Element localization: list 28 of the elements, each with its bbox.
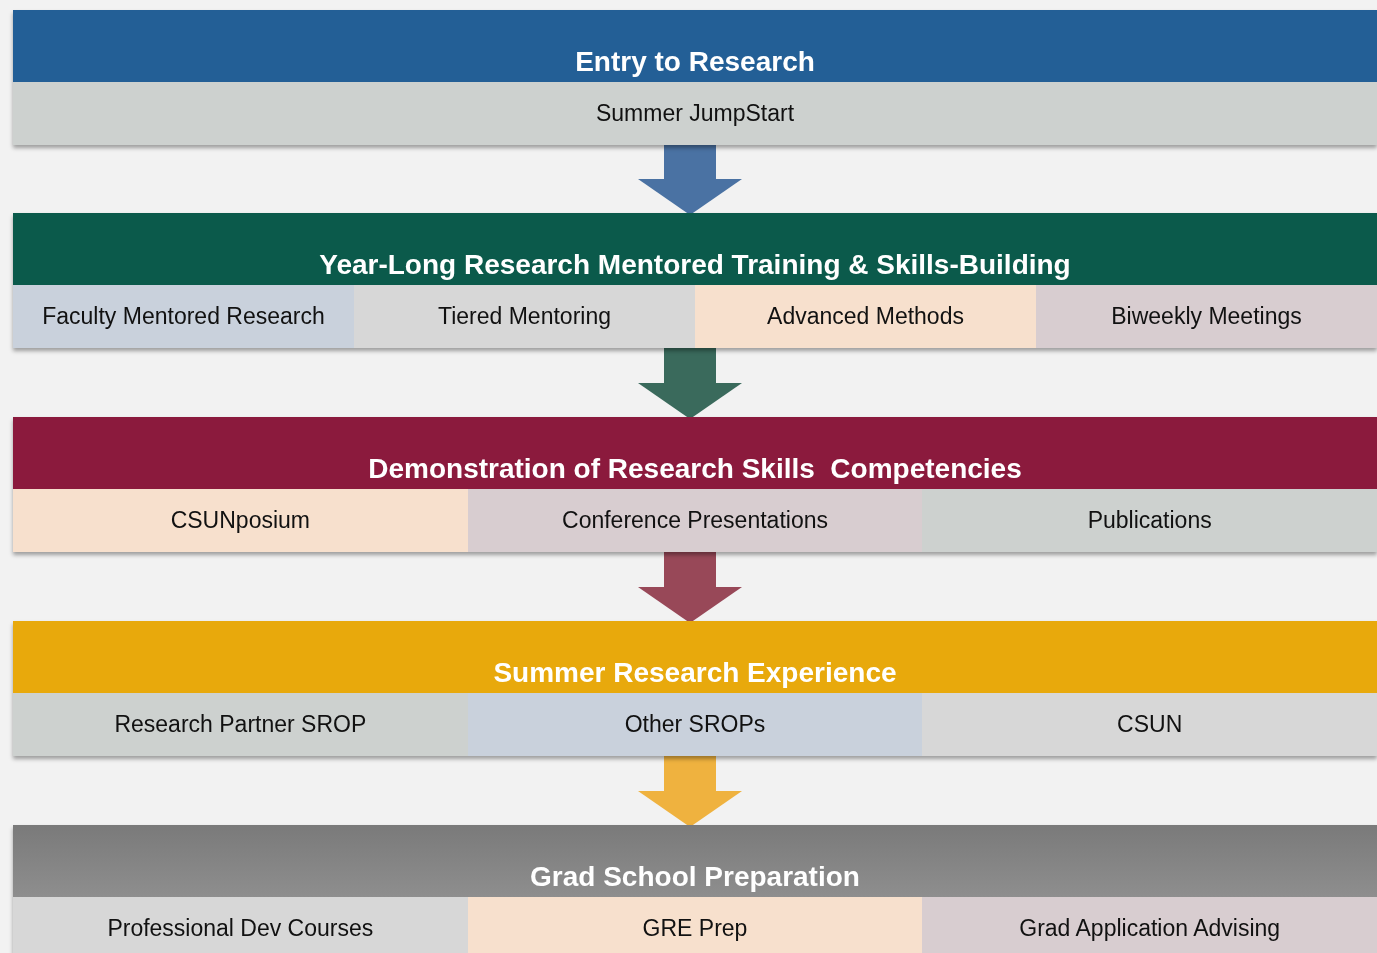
program-tile: Conference Presentations bbox=[467, 489, 923, 552]
program-tile: Professional Dev Courses bbox=[13, 897, 468, 953]
stage-panel bbox=[13, 621, 1377, 756]
block-arrow bbox=[638, 145, 742, 215]
stage-heading: Summer Research Experience bbox=[13, 621, 1377, 693]
program-tile: Research Partner SROP bbox=[13, 693, 468, 756]
program-tile: Tiered Mentoring bbox=[354, 285, 695, 348]
stage-heading: Year-Long Research Mentored Training & Skills-Building bbox=[13, 213, 1377, 285]
stage-heading: Demonstration of Research Skills Competencies bbox=[13, 417, 1377, 489]
program-tile: CSUN bbox=[922, 693, 1377, 756]
program-tile: Other SROPs bbox=[467, 693, 923, 756]
program-tile: CSUNposium bbox=[13, 489, 468, 552]
program-tile: GRE Prep bbox=[467, 897, 923, 953]
program-tile: Advanced Methods bbox=[695, 285, 1036, 348]
program-tile: Summer JumpStart bbox=[13, 82, 1377, 145]
block-arrow bbox=[638, 552, 742, 623]
program-tile: Biweekly Meetings bbox=[1036, 285, 1377, 348]
stage-panel bbox=[13, 10, 1377, 145]
stage-heading: Entry to Research bbox=[13, 10, 1377, 82]
program-tile: Publications bbox=[922, 489, 1377, 552]
stage-panel bbox=[13, 417, 1377, 552]
program-tile: Grad Application Advising bbox=[922, 897, 1377, 953]
block-arrow bbox=[638, 348, 742, 419]
block-arrow bbox=[638, 756, 742, 827]
stage-heading: Grad School Preparation bbox=[13, 825, 1377, 897]
program-tile: Faculty Mentored Research bbox=[13, 285, 354, 348]
stage-panel bbox=[13, 213, 1377, 348]
stage-panel bbox=[13, 825, 1377, 953]
